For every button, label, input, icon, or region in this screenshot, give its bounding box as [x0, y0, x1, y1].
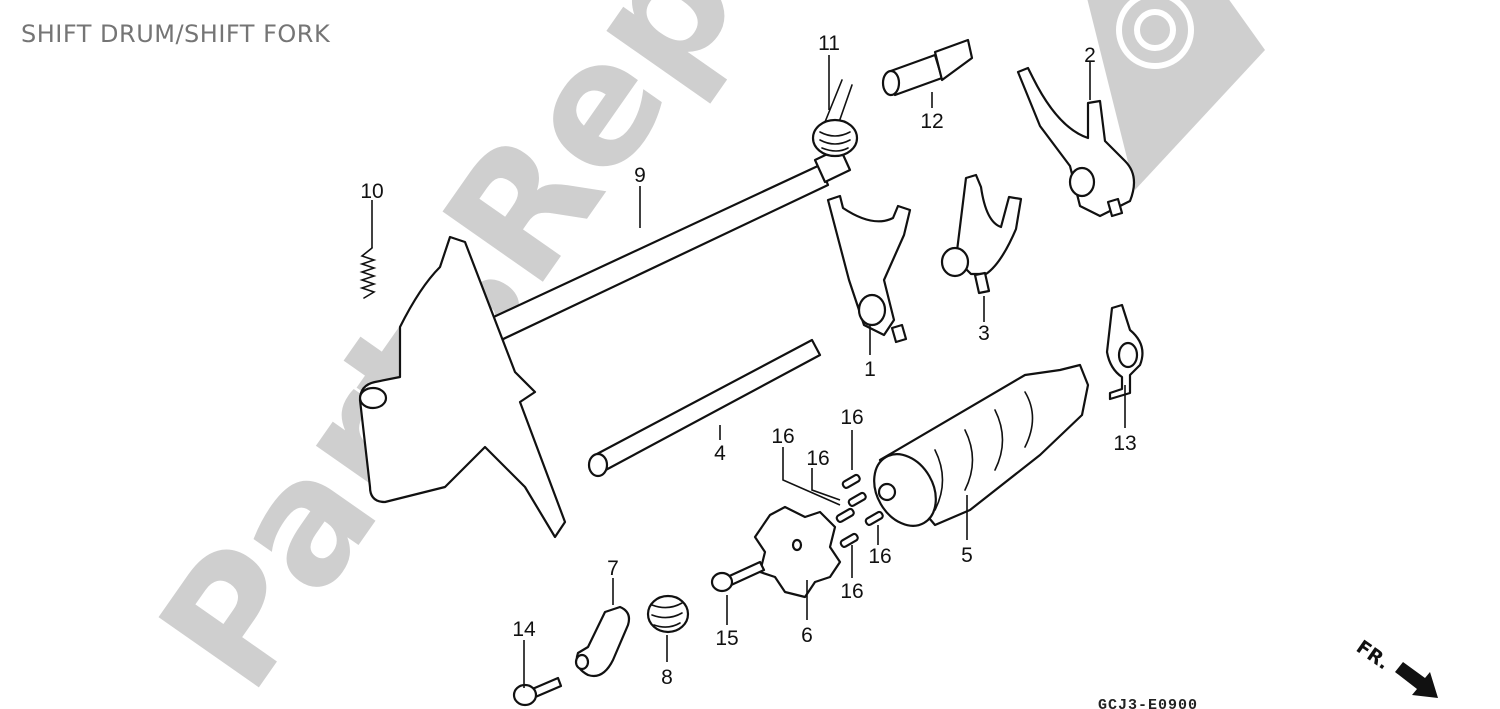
- part-9-spindle[interactable]: [358, 146, 852, 539]
- front-label: FR.: [1352, 636, 1393, 674]
- part-10-spring[interactable]: [359, 247, 377, 299]
- arrow-right-down-icon: [1395, 662, 1438, 698]
- page-title: SHIFT DRUM/SHIFT FORK: [21, 20, 331, 48]
- callout-11[interactable]: 11: [818, 32, 840, 55]
- part-4-shaft[interactable]: [587, 338, 822, 478]
- watermark-text: PartsRepublik: [122, 0, 1045, 709]
- callout-8[interactable]: 8: [661, 666, 673, 689]
- part-11-spring[interactable]: [811, 79, 859, 158]
- callout-2[interactable]: 2: [1084, 44, 1096, 67]
- part-8-spring[interactable]: [646, 594, 690, 634]
- part-13-plate[interactable]: [1105, 303, 1144, 401]
- part-15-bolt[interactable]: [710, 560, 766, 593]
- gear-icon: [1087, 0, 1265, 190]
- front-direction-indicator: FR.: [1352, 636, 1438, 698]
- callout-1[interactable]: 1: [864, 358, 876, 381]
- callout-16a[interactable]: 16: [771, 425, 794, 448]
- document-id: GCJ3-E0900: [1098, 697, 1198, 709]
- callout-6[interactable]: 6: [801, 624, 813, 647]
- part-16-pins[interactable]: [835, 473, 884, 548]
- part-7-arm[interactable]: [574, 605, 631, 678]
- callout-14[interactable]: 14: [512, 618, 536, 641]
- callout-labels: 1 2 3 4 5 6 7 8 9 10 11 12 13 14 15 16 1…: [360, 32, 1136, 689]
- callout-9[interactable]: 9: [634, 164, 646, 187]
- callout-16c[interactable]: 16: [840, 406, 863, 429]
- callout-15[interactable]: 15: [715, 627, 738, 650]
- callout-7[interactable]: 7: [607, 557, 619, 580]
- callout-12[interactable]: 12: [920, 110, 943, 133]
- callout-16e[interactable]: 16: [840, 580, 863, 603]
- callout-10[interactable]: 10: [360, 180, 383, 203]
- part-3-fork[interactable]: [940, 173, 1023, 295]
- callout-16d[interactable]: 16: [868, 545, 891, 568]
- callout-16b[interactable]: 16: [806, 447, 829, 470]
- callout-5[interactable]: 5: [961, 544, 973, 567]
- callout-3[interactable]: 3: [978, 322, 990, 345]
- callout-4[interactable]: 4: [714, 442, 726, 465]
- leader-lines: [371, 55, 1126, 688]
- part-12-stud[interactable]: [881, 38, 974, 97]
- part-14-bolt[interactable]: [512, 676, 563, 707]
- callout-13[interactable]: 13: [1113, 432, 1136, 455]
- part-1-fork[interactable]: [826, 194, 912, 344]
- part-6-plate[interactable]: [753, 505, 842, 599]
- part-5-drum[interactable]: [862, 363, 1090, 537]
- part-2-fork[interactable]: [1016, 66, 1136, 218]
